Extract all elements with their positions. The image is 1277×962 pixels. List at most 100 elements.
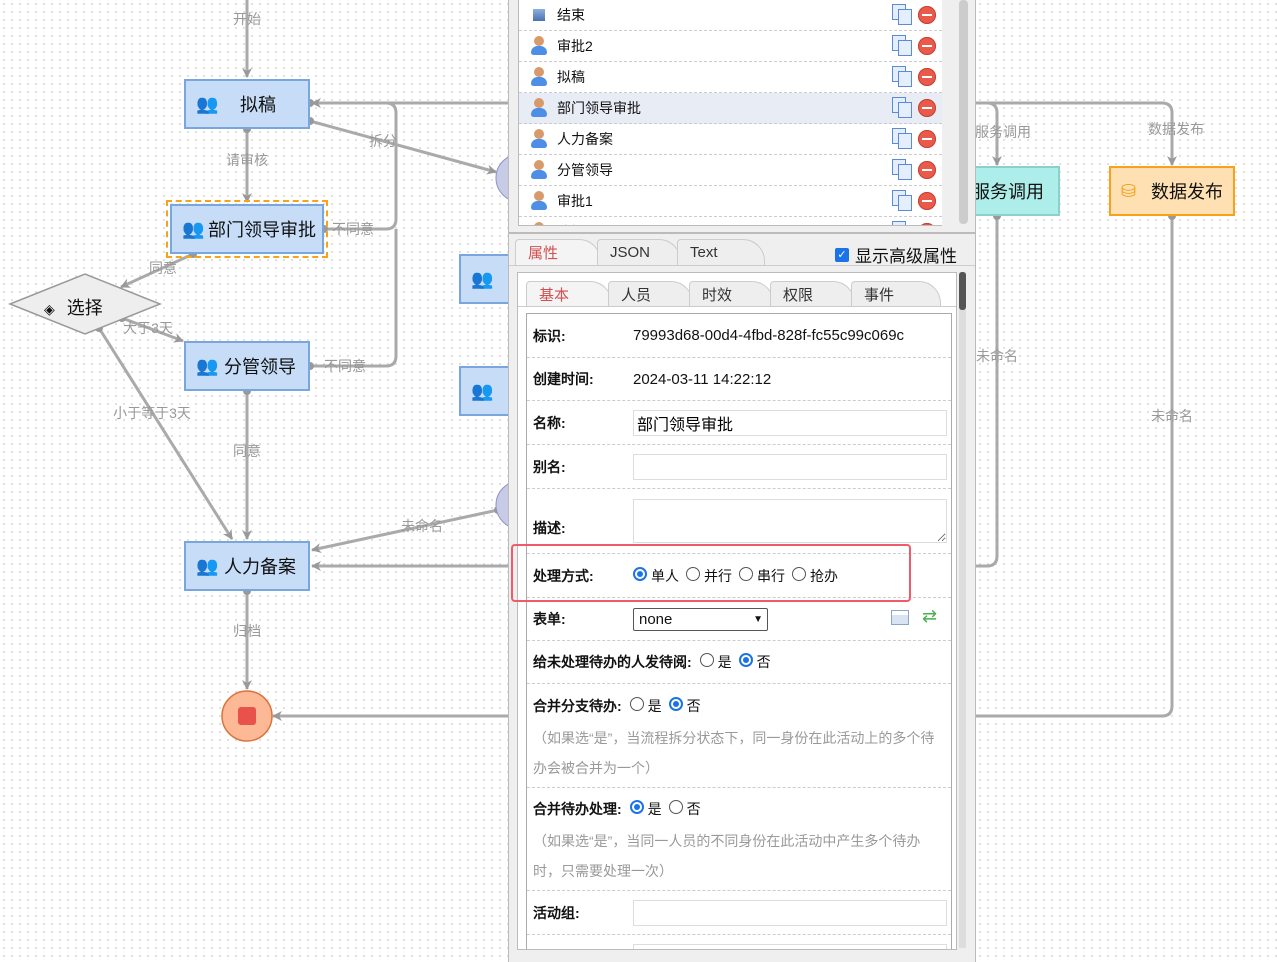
users-icon: 👥: [182, 219, 205, 239]
merge-todo-note: （如果选“是”，当同一人员的不同身份在此活动中产生多个待办时，只需要处理一次）: [533, 833, 921, 879]
edge-label: 请审核: [226, 152, 268, 168]
mode-radio-single[interactable]: 单人: [633, 566, 679, 586]
copy-icon[interactable]: [892, 35, 912, 56]
merge-branch-note: （如果选“是”，当流程拆分状态下，同一身份在此活动上的多个待办会被合并为一个）: [533, 729, 935, 776]
edge-label: 同意: [149, 260, 177, 276]
delete-icon[interactable]: [918, 6, 936, 24]
delete-icon[interactable]: [918, 99, 936, 117]
mode-radio-grab[interactable]: 抢办: [792, 566, 838, 586]
end-node-icon: [533, 9, 545, 21]
node-dept-approval[interactable]: 👥部门领导审批: [170, 204, 324, 254]
choice-icon: [529, 222, 549, 225]
basic-form: 标识:79993d68-00d4-4fbd-828f-fc55c99c069c …: [526, 313, 952, 949]
edge-label: 拆分: [369, 133, 397, 149]
node-data-publish[interactable]: ⛁数据发布: [1109, 166, 1235, 216]
list-item[interactable]: 人力备案: [519, 124, 942, 155]
edge-label: 开始: [233, 11, 261, 27]
person-icon: [529, 67, 549, 87]
person-icon: [529, 191, 549, 211]
tab-permissions[interactable]: 权限: [770, 281, 855, 306]
tab-timeliness[interactable]: 时效: [689, 281, 774, 306]
merge-branch-radio-no[interactable]: 否: [668, 696, 701, 716]
show-advanced-toggle[interactable]: ✓ 显示高级属性: [835, 242, 957, 267]
copy-icon[interactable]: [892, 4, 912, 25]
person-icon: [529, 160, 549, 180]
name-input[interactable]: [633, 409, 947, 436]
id-value: 79993d68-00d4-4fbd-828f-fc55c99c069c: [633, 327, 905, 344]
delete-icon[interactable]: [918, 223, 936, 225]
tab-events[interactable]: 事件: [851, 281, 941, 306]
description-textarea[interactable]: [633, 499, 947, 543]
copy-icon[interactable]: [892, 66, 912, 87]
copy-icon[interactable]: [892, 97, 912, 118]
next-field-input[interactable]: [633, 944, 947, 949]
form-select[interactable]: none▼: [633, 607, 768, 631]
mode-radio-parallel[interactable]: 并行: [686, 566, 732, 586]
chevron-down-icon: ▼: [753, 613, 763, 625]
created-value: 2024-03-11 14:22:12: [633, 370, 772, 388]
users-icon: 👥: [196, 556, 219, 576]
list-item[interactable]: 拟稿: [519, 62, 942, 93]
properties-body: 基本 人员 时效 权限 事件 标识:79993d68-00d4-4fbd-828…: [517, 272, 957, 950]
edge-publish: [975, 101, 1177, 166]
delete-icon[interactable]: [918, 161, 936, 179]
refresh-icon[interactable]: ⇄: [922, 606, 938, 626]
list-item[interactable]: 分管领导: [519, 155, 942, 186]
edge-label: 不同意: [324, 358, 366, 374]
alias-input[interactable]: [633, 453, 947, 480]
node-hr-record[interactable]: 👥人力备案: [184, 541, 310, 591]
node-choice[interactable]: ◈选择: [44, 298, 103, 318]
edge-disagree2: [310, 229, 398, 368]
edge-disagree1: [324, 101, 398, 231]
edge-split: [309, 119, 497, 175]
delete-icon[interactable]: [918, 192, 936, 210]
list-scrollbar[interactable]: [959, 0, 968, 224]
edge-label: 大于3天: [123, 320, 173, 336]
merge-todo-radio-yes[interactable]: 是: [629, 799, 662, 819]
mode-radio-serial[interactable]: 串行: [739, 566, 785, 586]
database-icon: ⛁: [1121, 181, 1137, 201]
form-scrollbar[interactable]: [959, 272, 966, 948]
delete-icon[interactable]: [918, 37, 936, 55]
delete-icon[interactable]: [918, 130, 936, 148]
divider: [509, 232, 975, 234]
merge-branch-radio-yes[interactable]: 是: [629, 696, 662, 716]
tab-personnel[interactable]: 人员: [608, 281, 693, 306]
tab-text[interactable]: Text: [677, 239, 765, 265]
edge-label: 服务调用: [975, 124, 1031, 140]
users-icon: 👥: [196, 94, 219, 114]
list-item[interactable]: 审批2: [519, 31, 942, 62]
checkbox-checked[interactable]: ✓: [835, 247, 849, 262]
edge-gt3: [121, 316, 184, 343]
copy-icon[interactable]: [892, 159, 912, 180]
edge-label: 数据发布: [1148, 121, 1204, 137]
merge-todo-radio-no[interactable]: 否: [668, 799, 701, 819]
edge-le3: [97, 327, 234, 540]
copy-icon[interactable]: [892, 221, 912, 225]
choice-icon: ◈: [44, 301, 55, 317]
choice-node-shape: [7, 273, 163, 335]
tab-properties[interactable]: 属性: [515, 239, 601, 265]
tab-json[interactable]: JSON: [597, 239, 681, 265]
list-item-selected[interactable]: 部门领导审批: [519, 93, 942, 124]
activity-group-input[interactable]: [633, 899, 947, 926]
delete-icon[interactable]: [918, 68, 936, 86]
list-item[interactable]: 审批1: [519, 186, 942, 217]
notify-radio-yes[interactable]: 是: [699, 652, 732, 672]
tab-basic[interactable]: 基本: [526, 281, 612, 306]
person-icon: [529, 98, 549, 118]
selection-outline: [166, 200, 328, 258]
edge-label: 小于等于3天: [113, 405, 191, 421]
copy-icon[interactable]: [892, 128, 912, 149]
copy-icon[interactable]: [892, 190, 912, 211]
list-item[interactable]: 选择: [519, 217, 942, 225]
list-item[interactable]: 结束: [519, 0, 942, 31]
edge-label: 同意: [233, 443, 261, 459]
node-draft[interactable]: 👥拟稿: [184, 79, 310, 129]
notify-radio-no[interactable]: 否: [738, 652, 771, 672]
form-list-icon[interactable]: [891, 610, 909, 625]
edge-unnamed2: [976, 216, 999, 568]
node-branch-leader[interactable]: 👥分管领导: [184, 341, 310, 391]
sub-tabs: 基本 人员 时效 权限 事件: [526, 281, 941, 306]
